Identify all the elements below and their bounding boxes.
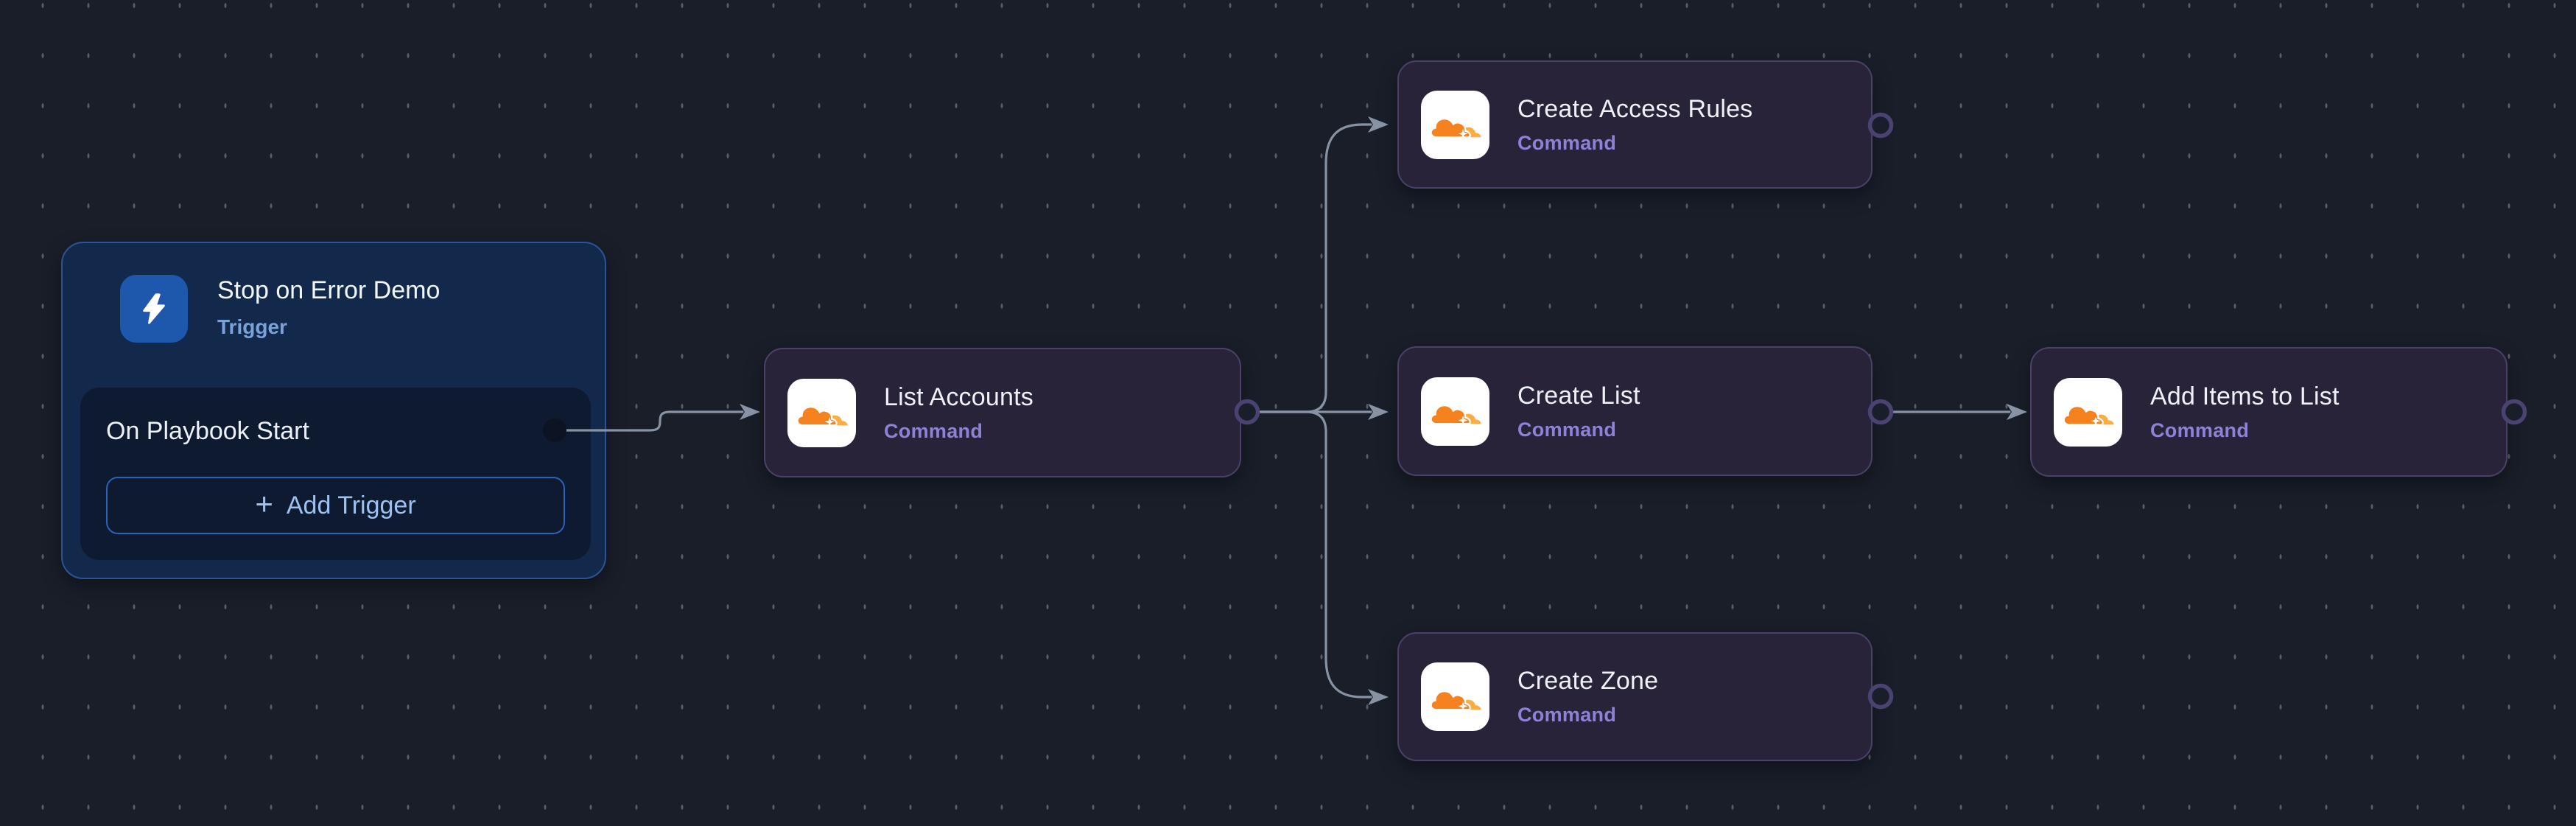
trigger-event-name: On Playbook Start <box>106 417 309 445</box>
trigger-title: Stop on Error Demo <box>217 276 441 304</box>
create-list-output-port[interactable] <box>1867 399 1894 425</box>
create-access-rules-output-port[interactable] <box>1867 112 1894 139</box>
trigger-event-card[interactable]: On Playbook Start + Add Trigger <box>80 388 591 560</box>
add-trigger-button[interactable]: + Add Trigger <box>106 477 565 534</box>
connection-list-accounts-to-create-zone <box>1258 410 1389 705</box>
add-trigger-label: Add Trigger <box>286 491 416 519</box>
cloudflare-icon <box>1421 377 1489 446</box>
node-create-zone[interactable]: Create Zone Command <box>1397 632 1873 761</box>
node-list-accounts[interactable]: List Accounts Command <box>764 348 1241 477</box>
node-type-label: Command <box>2150 419 2250 441</box>
connection-list-accounts-to-create-list <box>1258 404 1389 420</box>
cloudflare-icon <box>787 378 856 447</box>
cloudflare-icon <box>2054 377 2122 447</box>
lightning-icon <box>120 275 188 343</box>
node-type-label: Command <box>1517 418 1617 441</box>
node-type-label: Command <box>1517 131 1617 154</box>
node-type-label: Command <box>1517 704 1617 726</box>
trigger-node[interactable]: Stop on Error Demo Trigger On Playbook S… <box>61 242 606 579</box>
node-create-access-rules[interactable]: Create Access Rules Command <box>1397 60 1873 189</box>
trigger-header: Stop on Error Demo Trigger <box>120 275 440 343</box>
plus-icon: + <box>255 486 273 521</box>
node-type-label: Command <box>884 419 983 442</box>
node-add-items-to-list[interactable]: Add Items to List Command <box>2030 347 2507 477</box>
cloudflare-icon <box>1421 662 1489 731</box>
node-title: Add Items to List <box>2150 382 2340 410</box>
node-title: Create Access Rules <box>1517 94 1753 123</box>
node-create-list[interactable]: Create List Command <box>1397 346 1873 476</box>
node-title: Create List <box>1517 381 1640 410</box>
connection-create-list-to-add-items-to-list <box>1892 404 2027 420</box>
connection-list-accounts-to-create-access-rules <box>1258 116 1389 413</box>
cloudflare-icon <box>1421 90 1489 159</box>
create-zone-output-port[interactable] <box>1867 683 1894 710</box>
trigger-type-label: Trigger <box>217 315 287 338</box>
node-title: Create Zone <box>1517 667 1659 695</box>
node-title: List Accounts <box>884 382 1033 411</box>
